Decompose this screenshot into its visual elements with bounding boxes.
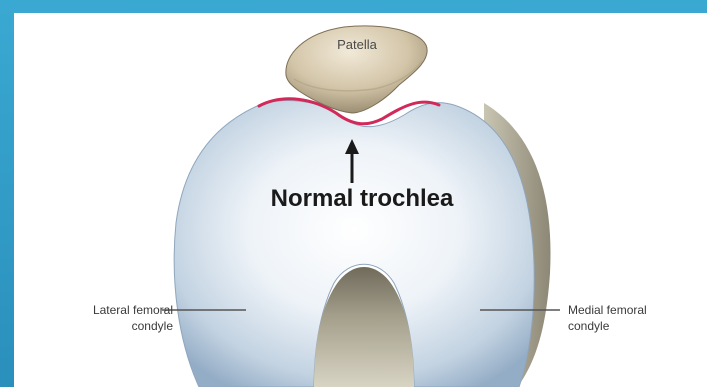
lateral-label-line2: condyle [23, 318, 173, 334]
patella-label: Patella [317, 37, 397, 52]
medial-label-line1: Medial femoral [568, 302, 703, 318]
medial-condyle-label: Medial femoral condyle [568, 302, 703, 334]
figure-panel: Patella Normal trochlea Lateral femoral … [14, 13, 707, 387]
lateral-label-line1: Lateral femoral [23, 302, 173, 318]
trochlea-label: Normal trochlea [242, 185, 482, 213]
lateral-condyle-label: Lateral femoral condyle [23, 302, 173, 334]
medial-label-line2: condyle [568, 318, 703, 334]
